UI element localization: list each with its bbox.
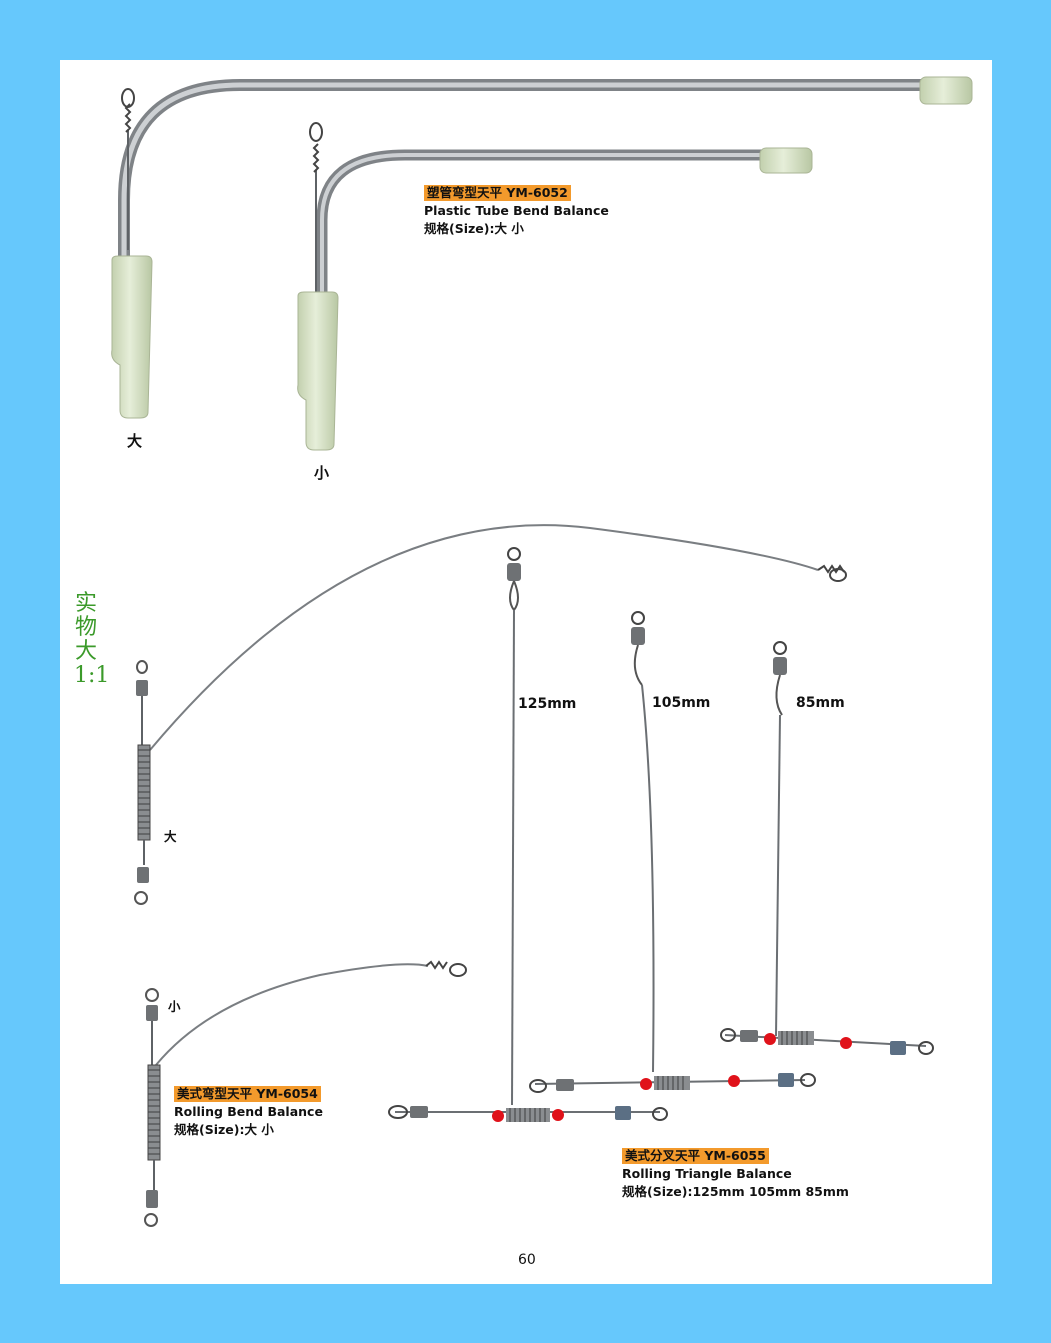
catalog-page: 实物大1:1 大 小 塑管弯型天平 YM-6052 Plastic Tube B…	[60, 60, 992, 1284]
variant-label-large: 大	[127, 432, 143, 450]
product-size-line: 规格(Size):大 小	[174, 1122, 274, 1137]
variant-label-large: 大	[164, 829, 177, 844]
rolling-triangle-balance-105mm	[529, 611, 816, 1093]
length-label-85mm: 85mm	[796, 695, 845, 711]
rolling-bend-balance-large	[134, 524, 847, 905]
plastic-tube-balance-small	[297, 122, 813, 451]
length-label-125mm: 125mm	[518, 696, 577, 712]
plastic-tube-balance-large	[111, 76, 973, 419]
product-caption-ym-6055: 美式分叉天平 YM-6055 Rolling Triangle Balance …	[622, 1147, 849, 1201]
product-code-tag: 美式弯型天平 YM-6054	[174, 1086, 321, 1102]
scale-note: 实物大1:1	[74, 591, 110, 688]
rolling-triangle-balance-85mm	[720, 641, 934, 1055]
product-illustrations	[111, 76, 973, 1227]
product-name: Rolling Bend Balance	[174, 1104, 323, 1119]
product-code-tag: 美式分叉天平 YM-6055	[622, 1148, 769, 1164]
product-caption-ym-6052: 塑管弯型天平 YM-6052 Plastic Tube Bend Balance…	[424, 184, 609, 238]
rolling-bend-balance-small	[144, 960, 467, 1227]
product-size-line: 规格(Size):125mm 105mm 85mm	[622, 1184, 849, 1199]
product-caption-ym-6054: 美式弯型天平 YM-6054 Rolling Bend Balance 规格(S…	[174, 1085, 323, 1139]
product-size-line: 规格(Size):大 小	[424, 221, 524, 236]
variant-label-small: 小	[314, 464, 330, 482]
product-name: Rolling Triangle Balance	[622, 1166, 792, 1181]
rolling-triangle-balance-125mm	[388, 547, 668, 1122]
page-number: 60	[518, 1252, 536, 1268]
product-name: Plastic Tube Bend Balance	[424, 203, 609, 218]
length-label-105mm: 105mm	[652, 695, 711, 711]
variant-label-small: 小	[168, 999, 181, 1014]
product-code-tag: 塑管弯型天平 YM-6052	[424, 185, 571, 201]
